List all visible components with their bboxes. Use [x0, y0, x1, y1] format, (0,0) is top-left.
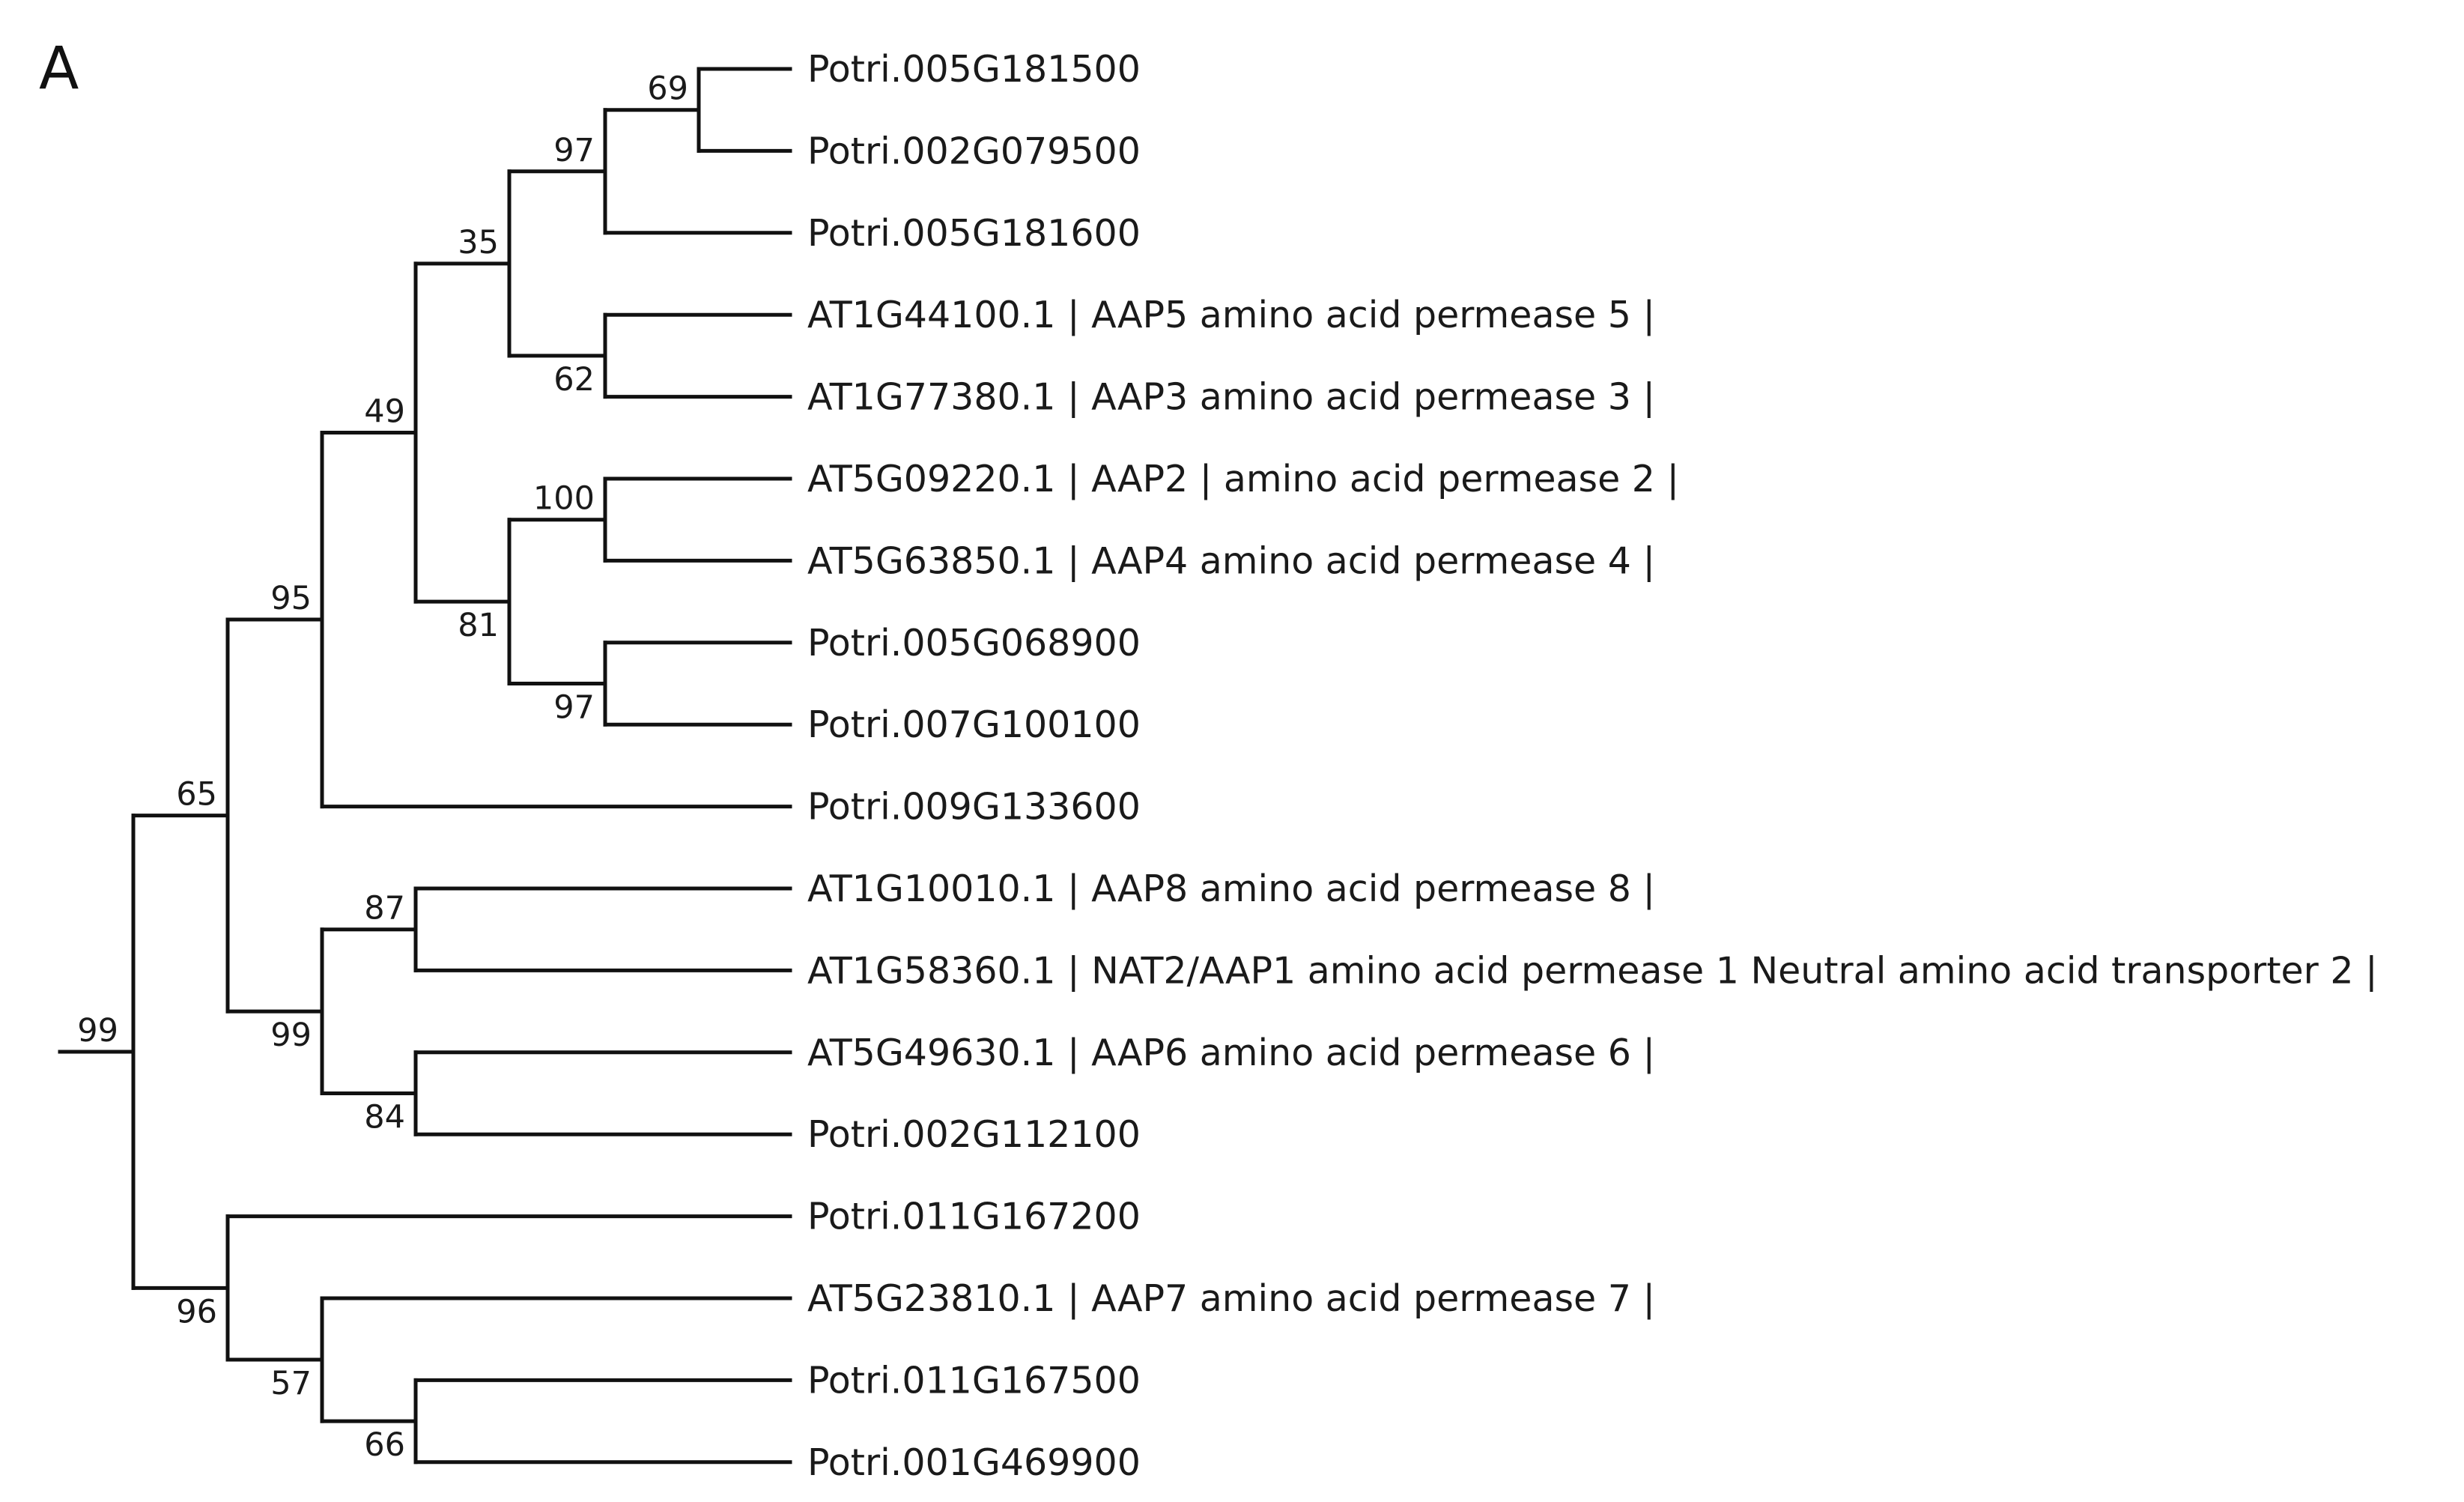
leaf-label-5: AT5G09220.1 | AAP2 | amino acid permease… [807, 458, 1679, 500]
leaf-label-2: Potri.005G181600 [807, 212, 1141, 255]
leaf-label-3: AT1G44100.1 | AAP5 amino acid permease 5… [807, 294, 1655, 336]
bootstrap-value-12: 87 [364, 890, 405, 927]
leaf-label-8: Potri.007G100100 [807, 703, 1141, 746]
bootstrap-value-0: 99 [77, 1012, 118, 1050]
leaf-label-7: Potri.005G068900 [807, 622, 1141, 664]
bootstrap-value-16: 66 [364, 1426, 405, 1464]
bootstrap-value-8: 81 [458, 607, 499, 644]
bootstrap-support-labels: 99 65 95 49 35 97 69 62 81 100 97 99 87 84 96 57 66 [77, 70, 688, 1464]
tree-branches [58, 67, 792, 1465]
bootstrap-value-14: 96 [176, 1293, 217, 1330]
leaf-label-9: Potri.009G133600 [807, 786, 1141, 829]
leaf-label-14: Potri.011G167200 [807, 1196, 1141, 1238]
leaf-label-6: AT5G63850.1 | AAP4 amino acid permease 4… [807, 539, 1655, 582]
bootstrap-value-5: 97 [553, 132, 595, 169]
bootstrap-value-4: 35 [458, 224, 499, 261]
leaf-labels: Potri.005G181500Potri.002G079500Potri.00… [807, 48, 2378, 1484]
bootstrap-value-6: 69 [647, 70, 688, 108]
leaf-label-10: AT1G10010.1 | AAP8 amino acid permease 8… [807, 867, 1655, 910]
bootstrap-value-9: 100 [533, 480, 595, 518]
leaf-label-16: Potri.011G167500 [807, 1359, 1141, 1402]
bootstrap-value-13: 84 [364, 1099, 405, 1136]
leaf-label-13: Potri.002G112100 [807, 1113, 1141, 1156]
bootstrap-value-7: 62 [553, 361, 595, 399]
bootstrap-value-15: 57 [270, 1365, 312, 1402]
leaf-label-1: Potri.002G079500 [807, 130, 1141, 172]
bootstrap-value-10: 97 [553, 689, 595, 727]
leaf-label-0: Potri.005G181500 [807, 48, 1141, 91]
bootstrap-value-1: 65 [176, 776, 217, 814]
bootstrap-value-3: 49 [364, 393, 405, 430]
leaf-label-15: AT5G23810.1 | AAP7 amino acid permease 7… [807, 1277, 1655, 1320]
bootstrap-value-11: 99 [270, 1017, 312, 1054]
leaf-label-17: Potri.001G469900 [807, 1441, 1141, 1484]
leaf-label-4: AT1G77380.1 | AAP3 amino acid permease 3… [807, 376, 1655, 419]
bootstrap-value-2: 95 [270, 580, 312, 617]
panel-label: A [39, 35, 79, 103]
leaf-label-12: AT5G49630.1 | AAP6 amino acid permease 6… [807, 1032, 1655, 1074]
leaf-label-11: AT1G58360.1 | NAT2/AAP1 amino acid perme… [807, 949, 2378, 992]
